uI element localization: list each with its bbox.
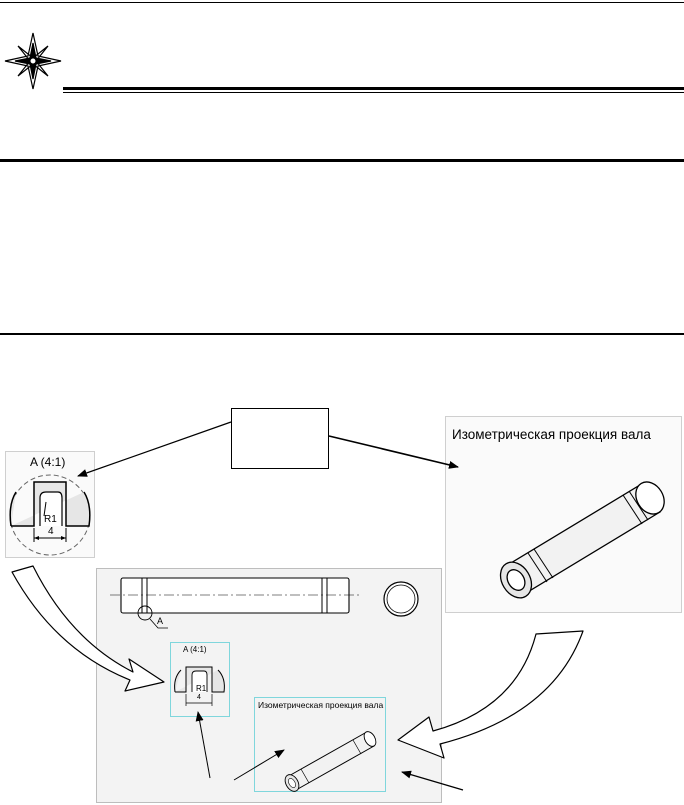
detail-width-label: 4 <box>48 526 54 537</box>
iso-view-title: Изометрическая проекция вала <box>452 427 651 442</box>
sheet-detail-title: A (4:1) <box>183 645 207 654</box>
center-label-box <box>231 408 329 469</box>
compass-rose-icon <box>4 32 62 90</box>
section-divider-1 <box>0 159 684 162</box>
arrow-to-sheet-iso-shaft <box>233 749 285 781</box>
arrow-to-detail-view <box>77 421 232 477</box>
sheet-iso-highlight-frame <box>254 697 386 792</box>
section-divider-2 <box>0 333 684 335</box>
arrow-to-sheet-detail <box>195 711 211 779</box>
detail-view-title: A (4:1) <box>30 455 66 469</box>
arrow-to-sheet-iso-frame <box>401 770 464 791</box>
curved-arrow-to-sheet-iso <box>397 630 584 759</box>
curved-arrow-to-sheet-detail <box>11 565 165 692</box>
header-underline-thick <box>63 87 684 90</box>
sheet-iso-title: Изометрическая проекция вала <box>258 700 384 710</box>
sheet-section-marker: A <box>157 616 164 626</box>
sheet-detail-width-label: 4 <box>197 694 201 701</box>
arrow-to-iso-view <box>328 435 459 469</box>
top-border-line <box>0 2 684 3</box>
header-underline-thin <box>63 92 684 93</box>
detail-radius-label: R1 <box>44 514 57 525</box>
sheet-detail-radius-label: R1 <box>196 684 207 693</box>
